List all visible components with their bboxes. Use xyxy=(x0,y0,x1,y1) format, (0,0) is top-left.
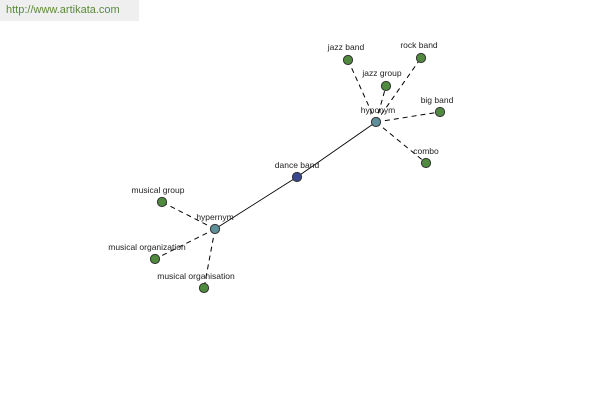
node-musical-organisation-dot[interactable] xyxy=(198,282,210,294)
edge-hypernym-to-musical-organisation xyxy=(203,228,216,289)
edge-hypernym-to-musical-group xyxy=(161,201,216,230)
node-combo-label: combo xyxy=(413,146,439,156)
edge-hypernym-to-musical-organization xyxy=(154,228,216,260)
node-jazz-group-dot[interactable] xyxy=(380,80,392,92)
node-rock-band-label: rock band xyxy=(400,40,438,50)
node-center-dot[interactable] xyxy=(291,171,303,183)
nodes-layer: dance band hyponym hypernym jazz band rock b… xyxy=(108,40,454,294)
node-musical-organization-label: musical organization xyxy=(108,242,186,252)
node-hyponym-dot[interactable] xyxy=(370,116,382,128)
edges-layer xyxy=(154,57,441,289)
edge-hyponym-to-jazz-band xyxy=(347,59,377,123)
edge-hyponym-to-big-band xyxy=(375,111,441,123)
edge-center-to-hyponym xyxy=(296,121,377,178)
edge-hyponym-to-jazz-group xyxy=(375,85,387,123)
node-big-band[interactable]: big band xyxy=(421,95,454,118)
node-big-band-dot[interactable] xyxy=(434,106,446,118)
edge-center-to-hypernym xyxy=(214,176,298,230)
node-musical-organization-dot[interactable] xyxy=(149,253,161,265)
node-jazz-group-label: jazz group xyxy=(361,68,401,78)
node-hypernym-label: hypernym xyxy=(196,212,233,222)
node-musical-organisation[interactable]: musical organisation xyxy=(157,271,235,294)
node-rock-band[interactable]: rock band xyxy=(400,40,438,64)
node-musical-group-dot[interactable] xyxy=(156,196,168,208)
node-jazz-group[interactable]: jazz group xyxy=(361,68,402,92)
node-musical-organisation-label: musical organisation xyxy=(157,271,235,281)
node-combo[interactable]: combo xyxy=(413,146,439,169)
node-musical-organization[interactable]: musical organization xyxy=(108,242,186,265)
node-center[interactable]: dance band xyxy=(275,160,320,183)
node-hypernym-dot[interactable] xyxy=(209,223,221,235)
site-url-link[interactable]: http://www.artikata.com xyxy=(0,0,139,21)
node-hyponym-label: hyponym xyxy=(361,105,396,115)
node-jazz-band-label: jazz band xyxy=(327,42,365,52)
node-musical-group[interactable]: musical group xyxy=(132,185,185,208)
node-jazz-band[interactable]: jazz band xyxy=(327,42,365,66)
edge-hyponym-to-rock-band xyxy=(375,57,422,123)
edge-hyponym-to-combo xyxy=(375,121,427,164)
node-center-label: dance band xyxy=(275,160,320,170)
node-hyponym[interactable]: hyponym xyxy=(361,105,396,128)
node-combo-dot[interactable] xyxy=(420,157,432,169)
node-jazz-band-dot[interactable] xyxy=(342,54,354,66)
node-hypernym[interactable]: hypernym xyxy=(196,212,234,235)
node-rock-band-dot[interactable] xyxy=(415,52,427,64)
node-big-band-label: big band xyxy=(421,95,454,105)
node-musical-group-label: musical group xyxy=(132,185,185,195)
